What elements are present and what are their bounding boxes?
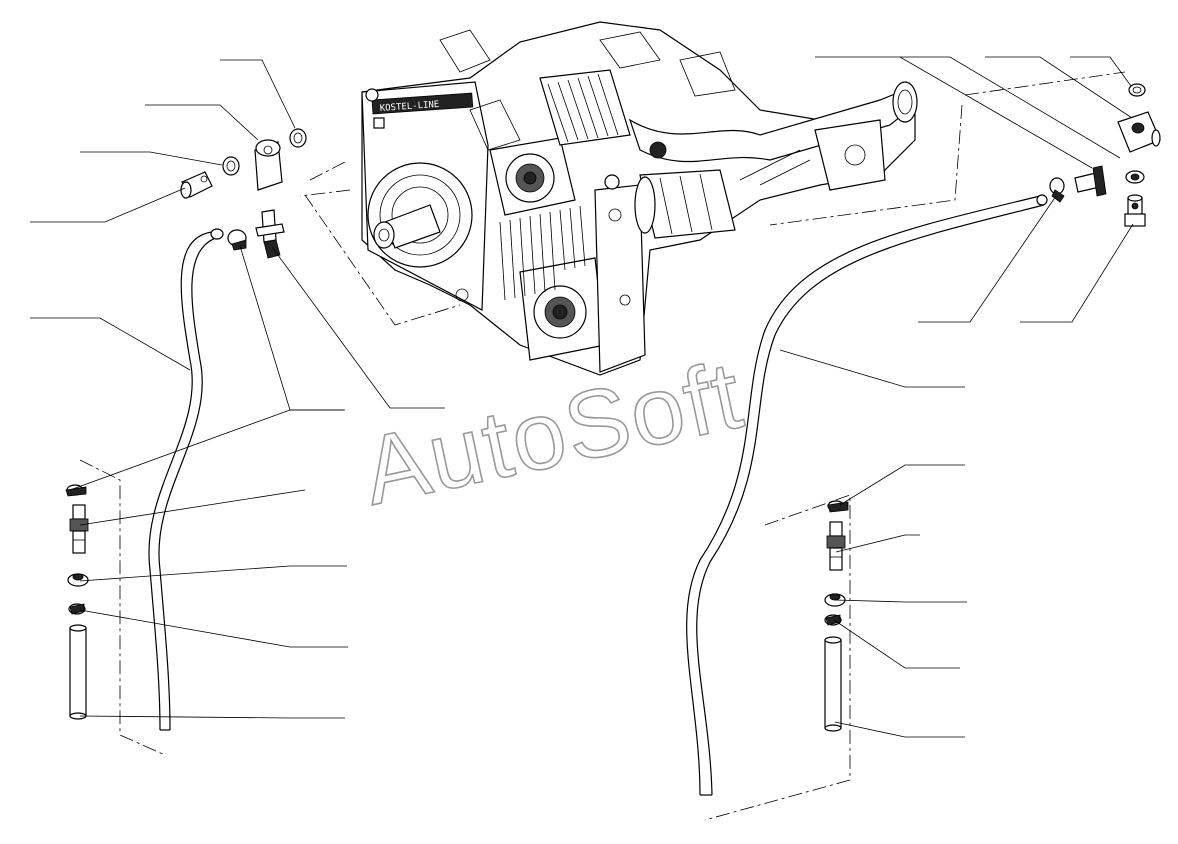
- nipple-part-left-lower: [69, 504, 89, 554]
- left-upper-fittings: [148, 128, 307, 731]
- banjo-fitting-left: [254, 139, 283, 191]
- banjo-fitting-right: [1117, 111, 1161, 153]
- small-clamp-left: [68, 603, 86, 615]
- clamp-part-left: [227, 229, 247, 251]
- washer-part-left-2: [289, 128, 307, 148]
- washer-part-right-1: [1128, 83, 1146, 97]
- watermark-text: AutoSoft: [354, 341, 752, 526]
- hose-left: [148, 231, 213, 731]
- gearbox-assembly: KOSTEL-LINE: [361, 21, 918, 376]
- hollow-bolt-right: [1124, 194, 1146, 227]
- assembly-centerlines: [79, 71, 1126, 821]
- clamp-part-right-lower: [827, 500, 849, 513]
- right-upper-fittings: [686, 83, 1161, 796]
- plug-part: [180, 171, 213, 199]
- nipple-part-left: [255, 209, 285, 259]
- hose-right: [686, 195, 1041, 796]
- right-lower-fittings: [824, 500, 849, 732]
- nipple-part-right: [1074, 165, 1107, 197]
- tube-part-right: [824, 636, 842, 732]
- clamp-part-right: [1049, 177, 1065, 203]
- washer-part-left-1: [222, 156, 240, 176]
- nut-part-left: [67, 573, 89, 587]
- left-lower-fittings: [65, 484, 89, 720]
- tube-part-left: [69, 624, 87, 720]
- housing-plate-label: KOSTEL-LINE: [380, 100, 440, 114]
- clamp-part-left-lower: [65, 484, 87, 497]
- leader-lines: [30, 56, 1134, 738]
- nipple-part-right-lower: [826, 521, 846, 571]
